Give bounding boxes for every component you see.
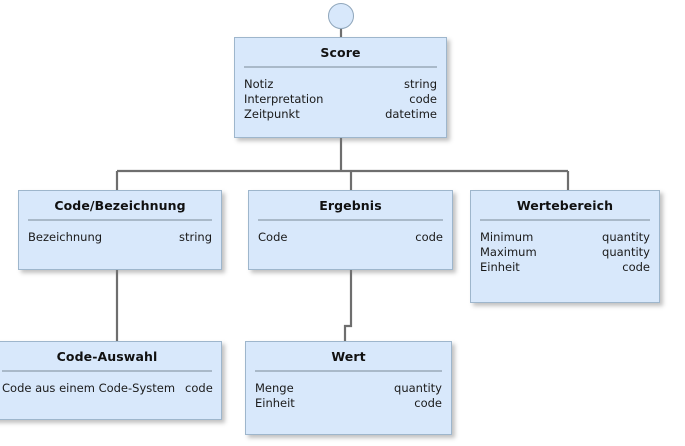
- attribute-type: code: [409, 92, 437, 106]
- attribute-row: Bezeichnung string: [28, 230, 212, 245]
- class-title: Wertebereich: [516, 198, 614, 213]
- class-title: Code/Bezeichnung: [54, 198, 186, 213]
- attribute-row: Notiz string: [244, 77, 437, 92]
- class-divider: [2, 370, 212, 372]
- attribute-row: Code code: [258, 230, 443, 245]
- class-box-score[interactable]: Score Notiz string Interpretation code Z…: [234, 37, 447, 138]
- connector-ergebnis-to-wert: [343, 270, 353, 341]
- attribute-list: Minimum quantity Maximum quantity Einhei…: [471, 221, 659, 283]
- attribute-name: Interpretation: [244, 92, 324, 106]
- attribute-name: Code aus einem Code-System: [2, 381, 176, 395]
- attribute-row: Einheit code: [480, 260, 650, 275]
- class-divider: [258, 219, 443, 221]
- attribute-row: Zeitpunkt datetime: [244, 107, 437, 122]
- class-box-ergebnis[interactable]: Ergebnis Code code: [248, 190, 453, 270]
- attribute-row: Code aus einem Code-System code: [2, 381, 213, 396]
- attribute-type: quantity: [602, 230, 650, 244]
- attribute-row: Minimum quantity: [480, 230, 650, 245]
- anchor-circle: [328, 3, 354, 29]
- class-box-wert[interactable]: Wert Menge quantity Einheit code: [245, 341, 452, 435]
- attribute-name: Minimum: [480, 230, 534, 244]
- attribute-type: code: [185, 381, 213, 395]
- class-divider: [255, 370, 442, 372]
- attribute-type: code: [415, 230, 443, 244]
- attribute-type: code: [622, 260, 650, 274]
- attribute-name: Einheit: [480, 260, 520, 274]
- class-divider: [28, 219, 212, 221]
- attribute-list: Code aus einem Code-System code: [0, 372, 221, 404]
- attribute-type: datetime: [385, 107, 437, 121]
- attribute-name: Zeitpunkt: [244, 107, 300, 121]
- attribute-name: Bezeichnung: [28, 230, 103, 244]
- attribute-type: string: [403, 77, 437, 91]
- attribute-name: Code: [258, 230, 288, 244]
- class-box-code-bezeichnung[interactable]: Code/Bezeichnung Bezeichnung string: [18, 190, 222, 270]
- attribute-name: Notiz: [244, 77, 274, 91]
- class-title: Ergebnis: [319, 198, 382, 213]
- attribute-list: Code code: [249, 221, 452, 253]
- attribute-type: string: [178, 230, 212, 244]
- attribute-list: Notiz string Interpretation code Zeitpun…: [235, 68, 446, 130]
- attribute-name: Maximum: [480, 245, 537, 259]
- class-title: Code-Auswahl: [56, 349, 158, 364]
- class-title: Wert: [331, 349, 366, 364]
- attribute-list: Menge quantity Einheit code: [246, 372, 451, 419]
- class-title: Score: [320, 45, 361, 60]
- class-box-code-auswahl[interactable]: Code-Auswahl Code aus einem Code-System …: [0, 341, 222, 420]
- attribute-row: Menge quantity: [255, 381, 442, 396]
- class-divider: [480, 219, 650, 221]
- attribute-type: quantity: [394, 381, 442, 395]
- attribute-name: Menge: [255, 381, 294, 395]
- attribute-name: Einheit: [255, 396, 295, 410]
- attribute-type: code: [414, 396, 442, 410]
- class-box-wertebereich[interactable]: Wertebereich Minimum quantity Maximum qu…: [470, 190, 660, 303]
- attribute-row: Interpretation code: [244, 92, 437, 107]
- attribute-row: Maximum quantity: [480, 245, 650, 260]
- class-divider: [244, 66, 437, 68]
- attribute-type: quantity: [602, 245, 650, 259]
- attribute-list: Bezeichnung string: [19, 221, 221, 253]
- attribute-row: Einheit code: [255, 396, 442, 411]
